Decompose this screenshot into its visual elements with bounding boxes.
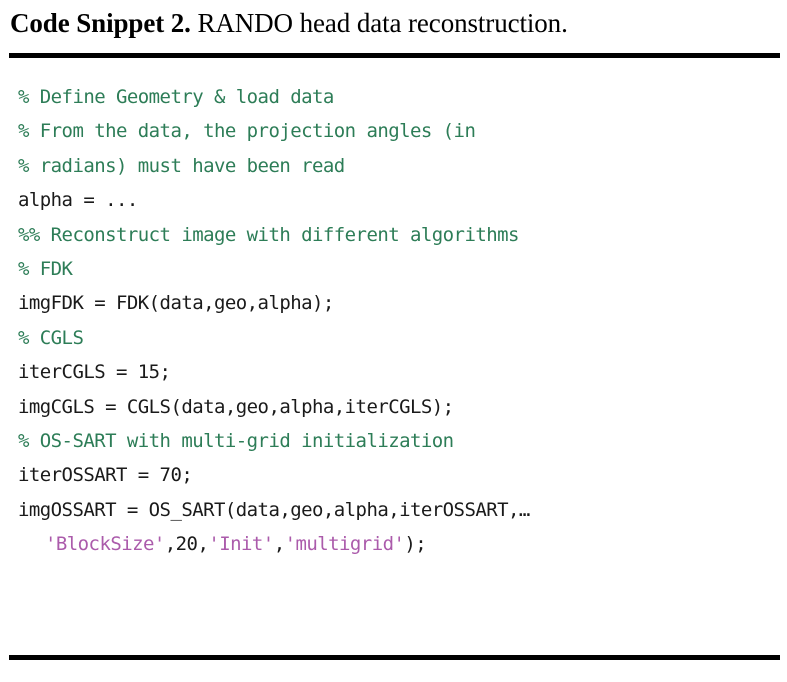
code-line: % FDK [18, 257, 73, 280]
figure-bottom-rule [9, 655, 780, 660]
code-line: alpha = ... [18, 189, 138, 212]
caption-label: Code Snippet 2. [10, 8, 191, 38]
code-line: iterOSSART = 70; [18, 464, 193, 487]
code-line: % radians) must have been read [18, 154, 345, 177]
code-line: imgOSSART = OS_SART(data,geo,alpha,iterO… [18, 498, 530, 521]
figure-caption: Code Snippet 2. RANDO head data reconstr… [10, 6, 780, 40]
code-line: % Define Geometry & load data [18, 86, 334, 108]
code-token: ,20, [164, 533, 209, 556]
code-line: imgCGLS = CGLS(data,geo,alpha,iterCGLS); [18, 395, 454, 418]
code-line: iterCGLS = 15; [18, 361, 171, 384]
code-line: % From the data, the projection angles (… [18, 120, 476, 143]
code-token: ); [404, 533, 427, 556]
code-line: % OS-SART with multi-grid initialization [18, 429, 454, 452]
code-line: % CGLS [18, 326, 84, 349]
code-token: , [273, 533, 285, 556]
code-line: imgFDK = FDK(data,geo,alpha); [18, 292, 334, 315]
string-literal: 'Init' [208, 533, 274, 556]
string-literal: 'BlockSize' [45, 533, 165, 556]
caption-text: RANDO head data reconstruction. [190, 8, 568, 38]
code-line: %% Reconstruct image with different algo… [18, 223, 519, 246]
code-listing: % Define Geometry & load data % From the … [18, 80, 778, 561]
code-line: 'BlockSize',20,'Init','multigrid'); [18, 527, 778, 561]
string-literal: 'multigrid' [284, 533, 405, 556]
caption-top-rule [9, 53, 780, 58]
